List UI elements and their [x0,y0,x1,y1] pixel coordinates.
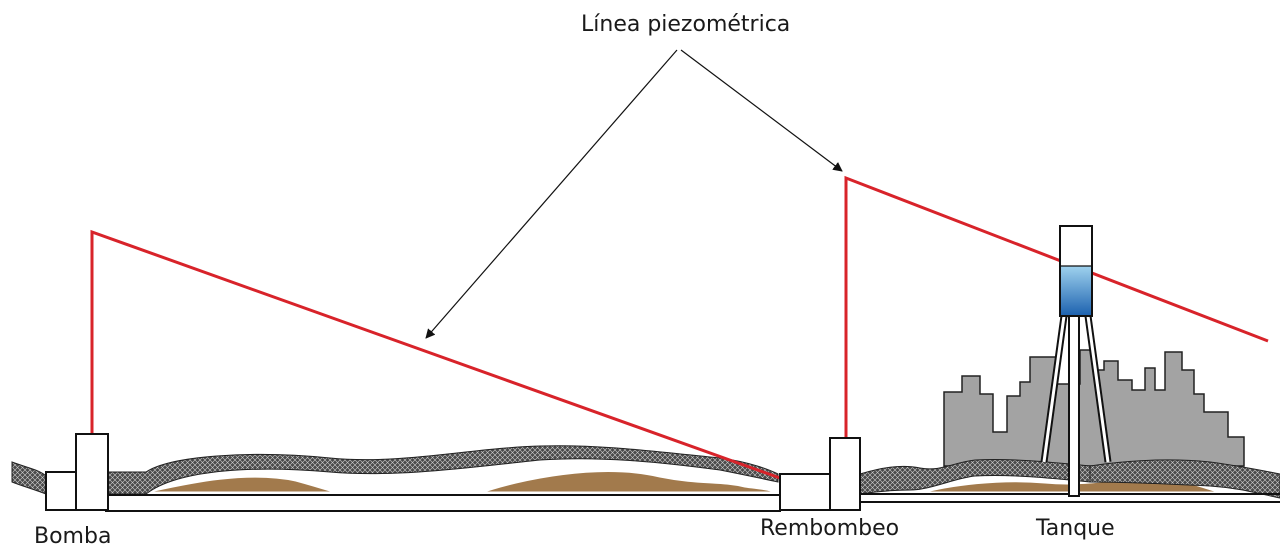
bomba-icon [45,433,109,511]
ground-terrain-left [11,461,47,495]
soil-mound-center [477,469,784,495]
ground-terrain-right [1089,459,1280,499]
pipeline-main [105,494,781,512]
arrow-to-segment-1 [425,49,678,339]
city-skyline-icon [943,349,1245,467]
bomba-label: Bomba [34,524,112,549]
piezometric-line-segment-2 [844,175,1269,438]
piezometric-line-label: Línea piezométrica [581,12,791,37]
ground-terrain-main [107,445,779,495]
elevated-tank-icon [1040,225,1112,497]
piezometric-line-segment-1 [90,229,781,480]
rembombeo-icon [779,437,861,511]
rembombeo-label: Rembombeo [760,516,900,541]
soil-mound-left [139,474,341,495]
arrow-to-segment-2 [680,49,843,172]
tanque-label: Tanque [1036,516,1115,541]
